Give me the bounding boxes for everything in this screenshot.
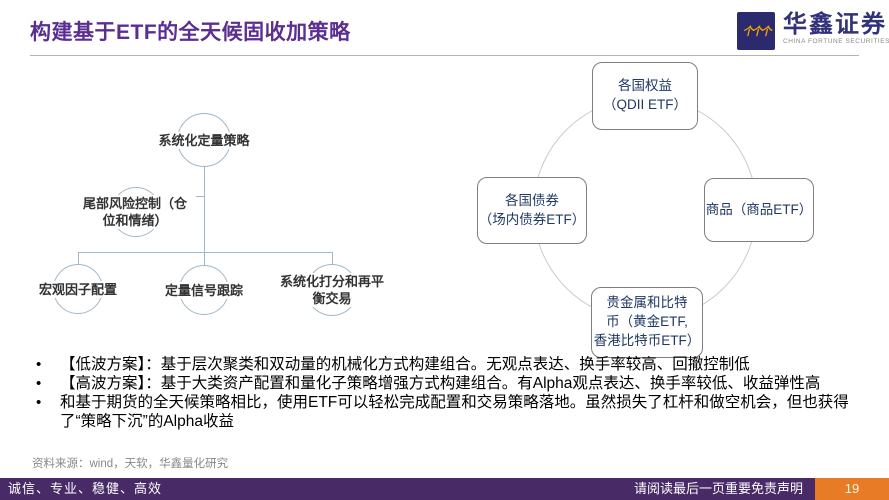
bullet-etf-vs-futures: 和基于期货的全天候策略相比，使用ETF可以轻松完成配置和交易策略落地。虽然损失了…: [30, 393, 876, 431]
page-title: 构建基于ETF的全天候固收加策略: [30, 21, 351, 44]
tree-branch-bar: [78, 252, 333, 253]
logo-mark-glyphs: 个个个: [742, 26, 772, 38]
tree-side-label: 尾部风险控制（仓 位和情绪）: [74, 195, 196, 229]
footer-slogan: 诚信、专业、稳健、高效: [8, 481, 163, 496]
tree-trunk-line: [204, 167, 205, 265]
logo-mark-icon: 个个个: [737, 12, 775, 50]
footer-disclaimer: 请阅读最后一页重要免责声明: [633, 481, 803, 496]
cycle-node-gold-bitcoin: 贵金属和比特 币（黄金ETF, 香港比特币ETF）: [591, 287, 703, 358]
tree-stub-left: [78, 252, 79, 266]
logo-text: 华鑫证券 CHINA FORTUNE SECURITIES: [783, 11, 889, 46]
tree-root-label: 系统化定量策略: [149, 132, 259, 149]
footer-bar: 诚信、专业、稳健、高效 请阅读最后一页重要免责声明 19: [0, 478, 889, 500]
cycle-node-commodity: 商品（商品ETF）: [704, 178, 814, 242]
data-source-note: 资料来源：wind，天软，华鑫量化研究: [32, 458, 229, 470]
company-logo: 个个个 华鑫证券 CHINA FORTUNE SECURITIES: [737, 12, 889, 50]
tree-stub-right: [332, 252, 333, 266]
page-number: 19: [815, 478, 889, 500]
cycle-node-bonds: 各国债券 （场内债券ETF）: [477, 177, 587, 244]
cycle-node-equity: 各国权益 （QDII ETF）: [592, 62, 698, 130]
bullet-list: 【低波方案】：基于层次聚类和双动量的机械化方式构建组合。无观点表达、换手率较高、…: [30, 355, 876, 431]
title-divider: [30, 55, 859, 56]
logo-company-name-en: CHINA FORTUNE SECURITIES: [783, 38, 889, 45]
logo-company-name-cn: 华鑫证券: [783, 11, 887, 38]
bullet-high-vol: 【高波方案】：基于大类资产配置和量化子策略增强方式构建组合。有Alpha观点表达…: [30, 374, 876, 393]
tree-child-label-2: 定量信号跟踪: [158, 282, 250, 299]
bullet-low-vol: 【低波方案】：基于层次聚类和双动量的机械化方式构建组合。无观点表达、换手率较高、…: [30, 355, 876, 374]
tree-child-label-1: 宏观因子配置: [32, 281, 124, 298]
tree-child-label-3: 系统化打分和再平 衡交易: [271, 273, 393, 307]
